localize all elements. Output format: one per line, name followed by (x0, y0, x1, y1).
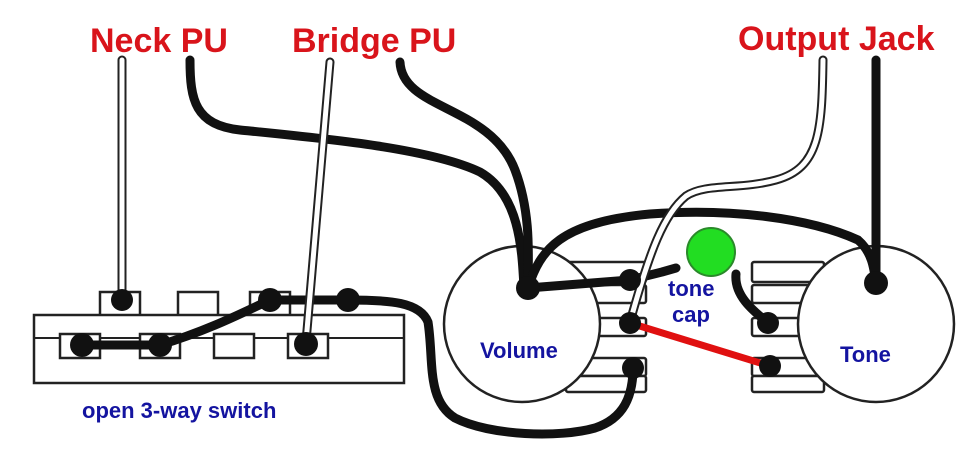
solder-joints (70, 269, 888, 379)
volume-pot-label: Volume (480, 338, 558, 363)
tone-pot-label: Tone (840, 342, 891, 367)
switch-label: open 3-way switch (82, 398, 276, 423)
tone-capacitor (686, 227, 736, 277)
tone-cap-label-line1: tone (668, 276, 714, 301)
white-wires (117, 55, 828, 347)
neck-pickup-label: Neck PU (90, 22, 228, 60)
output-jack-label: Output Jack (738, 20, 935, 58)
bridge-pickup-label: Bridge PU (292, 22, 456, 60)
tone-cap-label-line2: cap (672, 302, 710, 327)
red-jumper-wire (626, 319, 774, 370)
